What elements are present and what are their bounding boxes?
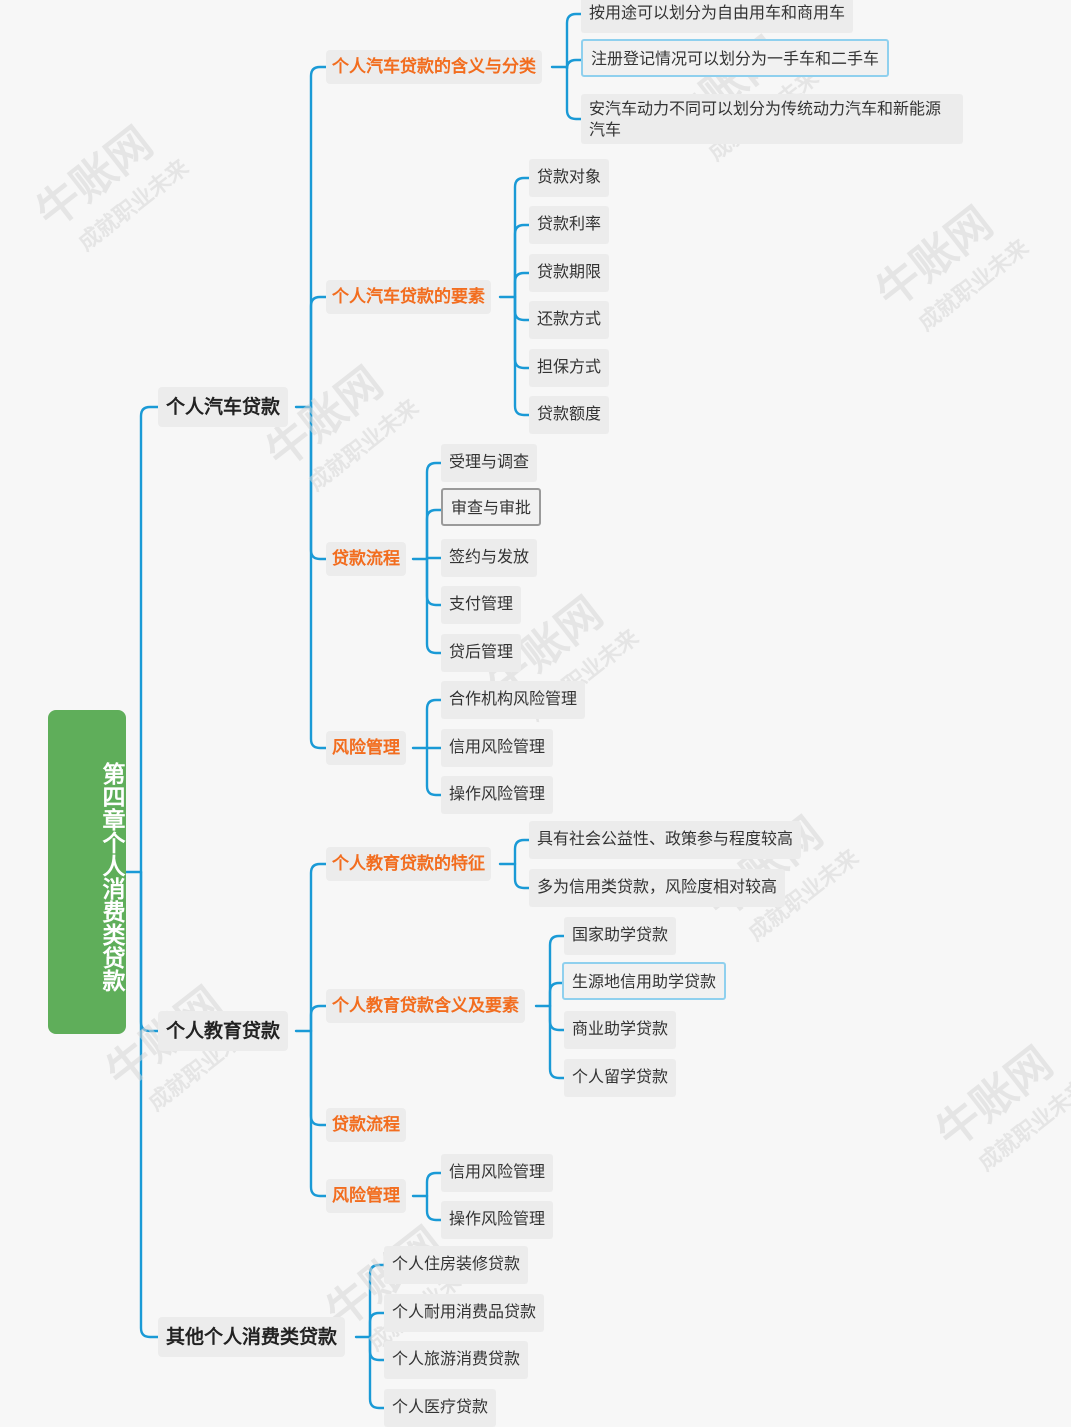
connector-line — [425, 461, 443, 561]
leaf-node[interactable]: 个人留学贷款 — [564, 1059, 677, 1097]
connector-line — [513, 862, 531, 890]
leaf-node[interactable]: 个人住房装修贷款 — [384, 1246, 529, 1284]
connector-line — [548, 934, 566, 1008]
connector-line — [513, 176, 531, 299]
connector-line — [548, 981, 566, 1008]
leaf-node[interactable]: 安汽车动力不同可以划分为传统动力汽车和新能源汽车 — [581, 94, 963, 144]
edu-process-node[interactable]: 贷款流程 — [326, 1108, 406, 1142]
connector-line — [548, 1004, 566, 1032]
connector-line — [309, 65, 328, 409]
connector-line — [425, 698, 443, 750]
connector-line — [309, 862, 328, 1033]
connector-line — [513, 223, 531, 299]
leaf-node[interactable]: 注册登记情况可以划分为一手车和二手车 — [581, 39, 890, 77]
leaf-node[interactable]: 信用风险管理 — [441, 1154, 554, 1192]
leaf-node[interactable]: 还款方式 — [529, 301, 610, 339]
connector-line — [139, 405, 160, 874]
root-node[interactable]: 第四章个人消费类贷款 — [48, 710, 126, 1034]
connector-line — [513, 295, 531, 322]
connector-line — [425, 746, 443, 797]
auto-risk-node[interactable]: 风险管理 — [326, 731, 406, 765]
connector-line — [309, 405, 328, 561]
connector-line — [548, 1004, 566, 1080]
connector-line — [425, 557, 443, 607]
leaf-node[interactable]: 合作机构风险管理 — [441, 681, 586, 719]
connector-line — [309, 1029, 328, 1127]
leaf-node[interactable]: 信用风险管理 — [441, 729, 554, 767]
connector-line — [368, 1263, 386, 1339]
leaf-node[interactable]: 个人医疗贷款 — [384, 1389, 497, 1427]
connector-line — [139, 870, 160, 1339]
connector-line — [513, 271, 531, 299]
connector-line — [309, 1004, 328, 1033]
leaf-node[interactable]: 审查与审批 — [441, 488, 542, 526]
leaf-node[interactable]: 支付管理 — [441, 586, 522, 624]
connector-line — [565, 12, 583, 69]
leaf-node[interactable]: 操作风险管理 — [441, 1201, 554, 1239]
connector-line — [425, 557, 443, 655]
section-education-loan[interactable]: 个人教育贷款 — [158, 1011, 289, 1051]
connector-line — [309, 405, 328, 750]
leaf-node[interactable]: 签约与发放 — [441, 539, 538, 577]
leaf-node[interactable]: 按用途可以划分为自由用车和商用车 — [581, 0, 854, 33]
section-other-loans[interactable]: 其他个人消费类贷款 — [158, 1317, 346, 1357]
auto-definition-node[interactable]: 个人汽车贷款的含义与分类 — [326, 50, 542, 84]
leaf-node[interactable]: 个人旅游消费贷款 — [384, 1341, 529, 1379]
leaf-node[interactable]: 具有社会公益性、政策参与程度较高 — [529, 821, 802, 859]
connector-line — [425, 508, 443, 561]
auto-process-node[interactable]: 贷款流程 — [326, 542, 406, 576]
edu-definition-node[interactable]: 个人教育贷款含义及要素 — [326, 989, 525, 1023]
leaf-node[interactable]: 国家助学贷款 — [564, 917, 677, 955]
leaf-node[interactable]: 生源地信用助学贷款 — [562, 962, 727, 1000]
leaf-node[interactable]: 贷款期限 — [529, 254, 610, 292]
edu-features-node[interactable]: 个人教育贷款的特征 — [326, 847, 491, 881]
connector-line — [139, 870, 160, 1033]
leaf-node[interactable]: 受理与调查 — [441, 444, 538, 482]
connector-line — [368, 1335, 386, 1362]
connector-line — [425, 1171, 443, 1198]
connector-line — [565, 58, 583, 70]
connector-line — [309, 295, 328, 409]
leaf-node[interactable]: 贷款利率 — [529, 206, 610, 244]
connector-line — [425, 1194, 443, 1222]
leaf-node[interactable]: 个人耐用消费品贷款 — [384, 1294, 545, 1332]
section-auto-loan[interactable]: 个人汽车贷款 — [158, 387, 289, 427]
connector-line — [368, 1311, 386, 1339]
edu-risk-node[interactable]: 风险管理 — [326, 1179, 406, 1213]
leaf-node[interactable]: 贷后管理 — [441, 634, 522, 672]
leaf-node[interactable]: 操作风险管理 — [441, 776, 554, 814]
leaf-node[interactable]: 多为信用类贷款，风险度相对较高 — [529, 869, 786, 907]
leaf-node[interactable]: 商业助学贷款 — [564, 1011, 677, 1049]
connector-line — [565, 65, 583, 121]
leaf-node[interactable]: 贷款额度 — [529, 396, 610, 434]
connector-line — [513, 295, 531, 417]
leaf-node[interactable]: 担保方式 — [529, 349, 610, 387]
connector-line — [513, 295, 531, 370]
connector-line — [368, 1335, 386, 1410]
connector-line — [309, 1029, 328, 1198]
auto-elements-node[interactable]: 个人汽车贷款的要素 — [326, 280, 491, 314]
leaf-node[interactable]: 贷款对象 — [529, 159, 610, 197]
connector-line — [513, 838, 531, 866]
